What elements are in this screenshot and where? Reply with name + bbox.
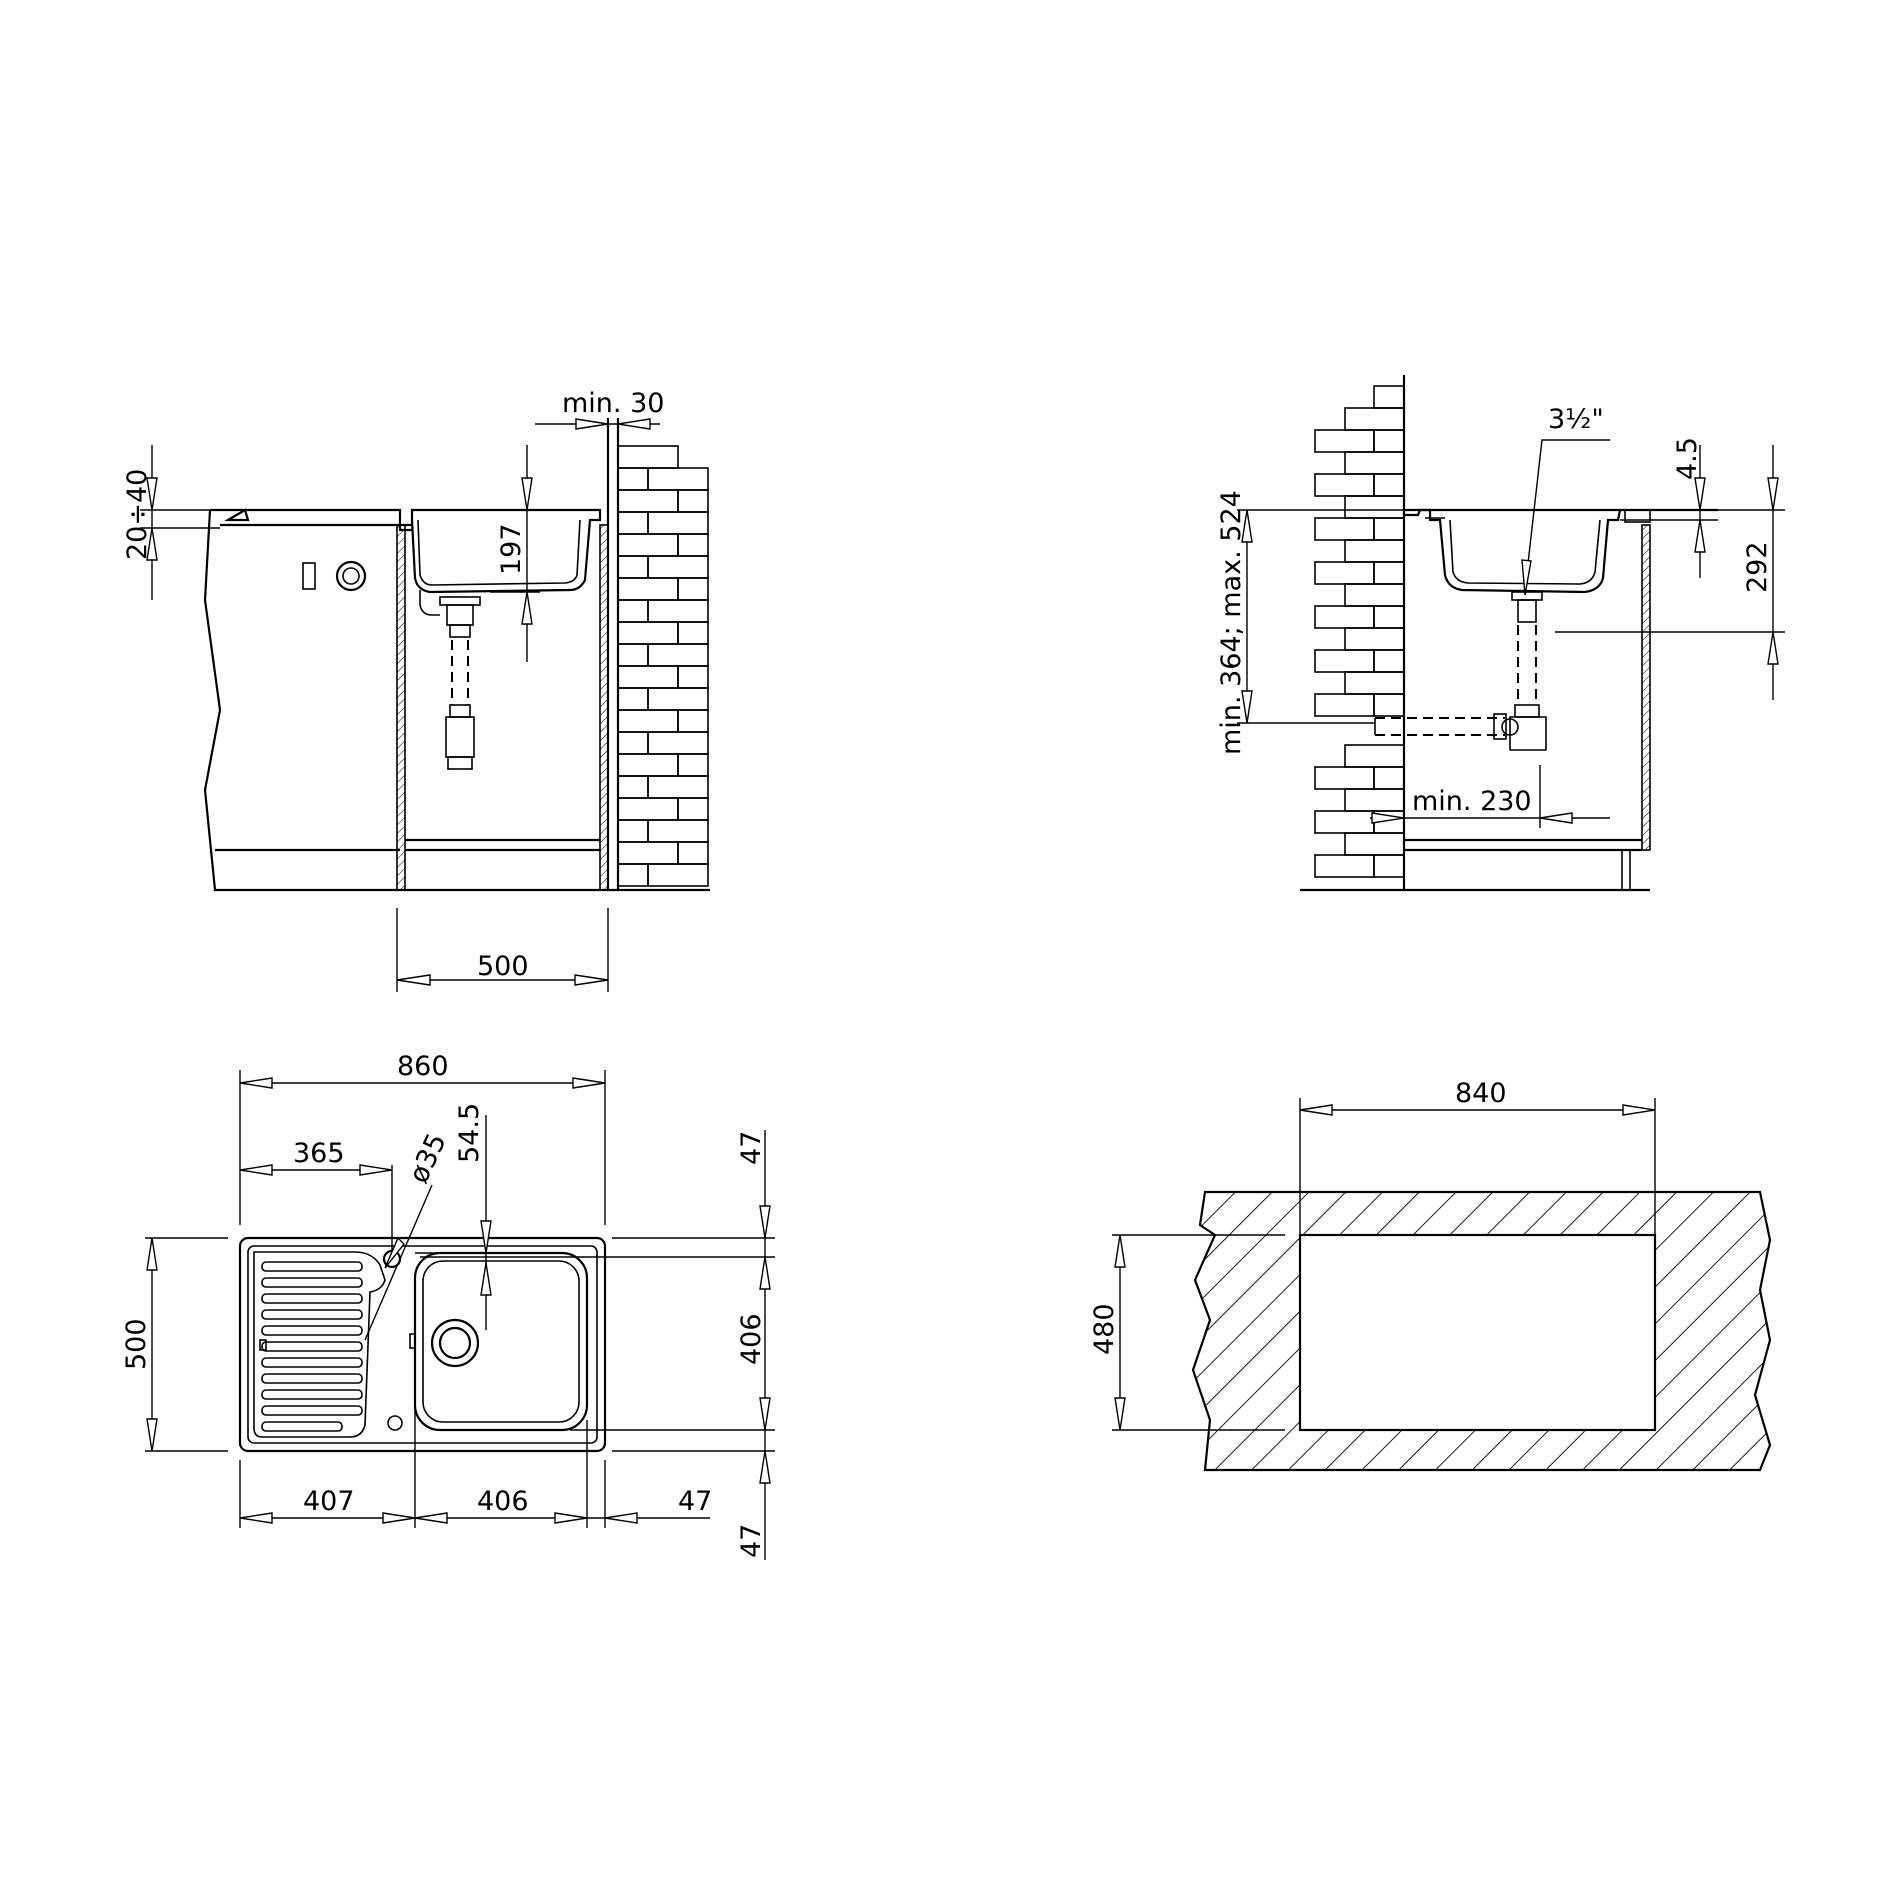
sink-basin-section — [410, 508, 602, 594]
label-47-top: 47 — [736, 1131, 767, 1165]
label-197: 197 — [496, 523, 527, 575]
label-dia-35: ø35 — [403, 1129, 453, 1188]
label-500-side: 500 — [477, 951, 529, 982]
dimension-54-5: 54.5 — [415, 1103, 492, 1330]
cabinet-side-right — [599, 524, 609, 891]
dimension-860: 860 — [239, 1051, 606, 1225]
label-840: 840 — [1455, 1078, 1507, 1109]
dimension-bottom-horizontals: 407 406 47 — [239, 1300, 712, 1528]
label-min-30: min. 30 — [562, 388, 664, 419]
drain-outer — [430, 1318, 480, 1368]
dimension-min364-max524: min. 364; max. 524 — [1216, 490, 1404, 755]
dimension-3-5-inch: 3½" — [1521, 404, 1610, 596]
label-4-5: 4.5 — [1672, 437, 1703, 480]
top-view-sink: 860 365 ø35 54.5 — [121, 1051, 775, 1560]
label-min-230: min. 230 — [1412, 786, 1532, 817]
label-480: 480 — [1089, 1303, 1120, 1355]
sink-basin-front — [1404, 508, 1622, 594]
label-3-5-inch: 3½" — [1548, 404, 1604, 435]
dimension-min-30: min. 30 — [535, 388, 664, 430]
label-860: 860 — [397, 1051, 449, 1082]
overflow-slot — [302, 562, 316, 590]
dimension-4-5: 4.5 — [1620, 437, 1718, 578]
label-292: 292 — [1742, 541, 1773, 593]
label-406-horizontal: 406 — [477, 1486, 529, 1517]
dimension-840: 840 — [1299, 1078, 1656, 1235]
dimension-dia-35: ø35 — [364, 1129, 453, 1341]
label-365: 365 — [293, 1138, 345, 1169]
drainer-ribs — [261, 1261, 363, 1432]
cabinet-side-front — [1641, 524, 1651, 851]
dimension-20-40: 20÷40 — [122, 445, 245, 600]
dimension-480: 480 — [1089, 1234, 1285, 1431]
dimension-197: 197 — [490, 445, 600, 662]
dimension-365: 365 — [239, 1138, 393, 1250]
dimension-500-top: 500 — [121, 1237, 228, 1452]
cutout-opening — [1298, 1233, 1657, 1432]
brick-wall-right — [1314, 385, 1405, 878]
dimension-292: 292 — [1555, 445, 1785, 700]
label-47-right: 47 — [678, 1486, 712, 1517]
label-406-vertical: 406 — [736, 1313, 767, 1365]
drainer-panel — [253, 1251, 386, 1438]
side-section-view: min. 30 20÷40 197 500 — [122, 388, 710, 992]
drain-inner — [438, 1326, 472, 1360]
label-20-40: 20÷40 — [122, 469, 153, 560]
cabinet-outline — [203, 508, 412, 892]
dimension-right-verticals: 47 406 47 — [420, 1130, 775, 1560]
overflow-circle — [335, 560, 367, 592]
label-407: 407 — [303, 1486, 355, 1517]
label-47-bottom: 47 — [736, 1524, 767, 1558]
label-54-5: 54.5 — [454, 1103, 485, 1163]
label-500-top: 500 — [121, 1318, 152, 1370]
front-section-view: 3½" 4.5 292 min. 364; max. 524 — [1216, 375, 1785, 892]
cutout-view: 840 480 — [1089, 1078, 1772, 1472]
dimension-500-side: 500 — [396, 908, 609, 992]
sink-outline — [238, 1236, 607, 1453]
label-min364-max524: min. 364; max. 524 — [1216, 490, 1247, 755]
cabinet-side-left — [396, 524, 406, 891]
dimension-min-230: min. 230 — [1370, 765, 1610, 828]
brick-wall-left — [617, 445, 709, 887]
